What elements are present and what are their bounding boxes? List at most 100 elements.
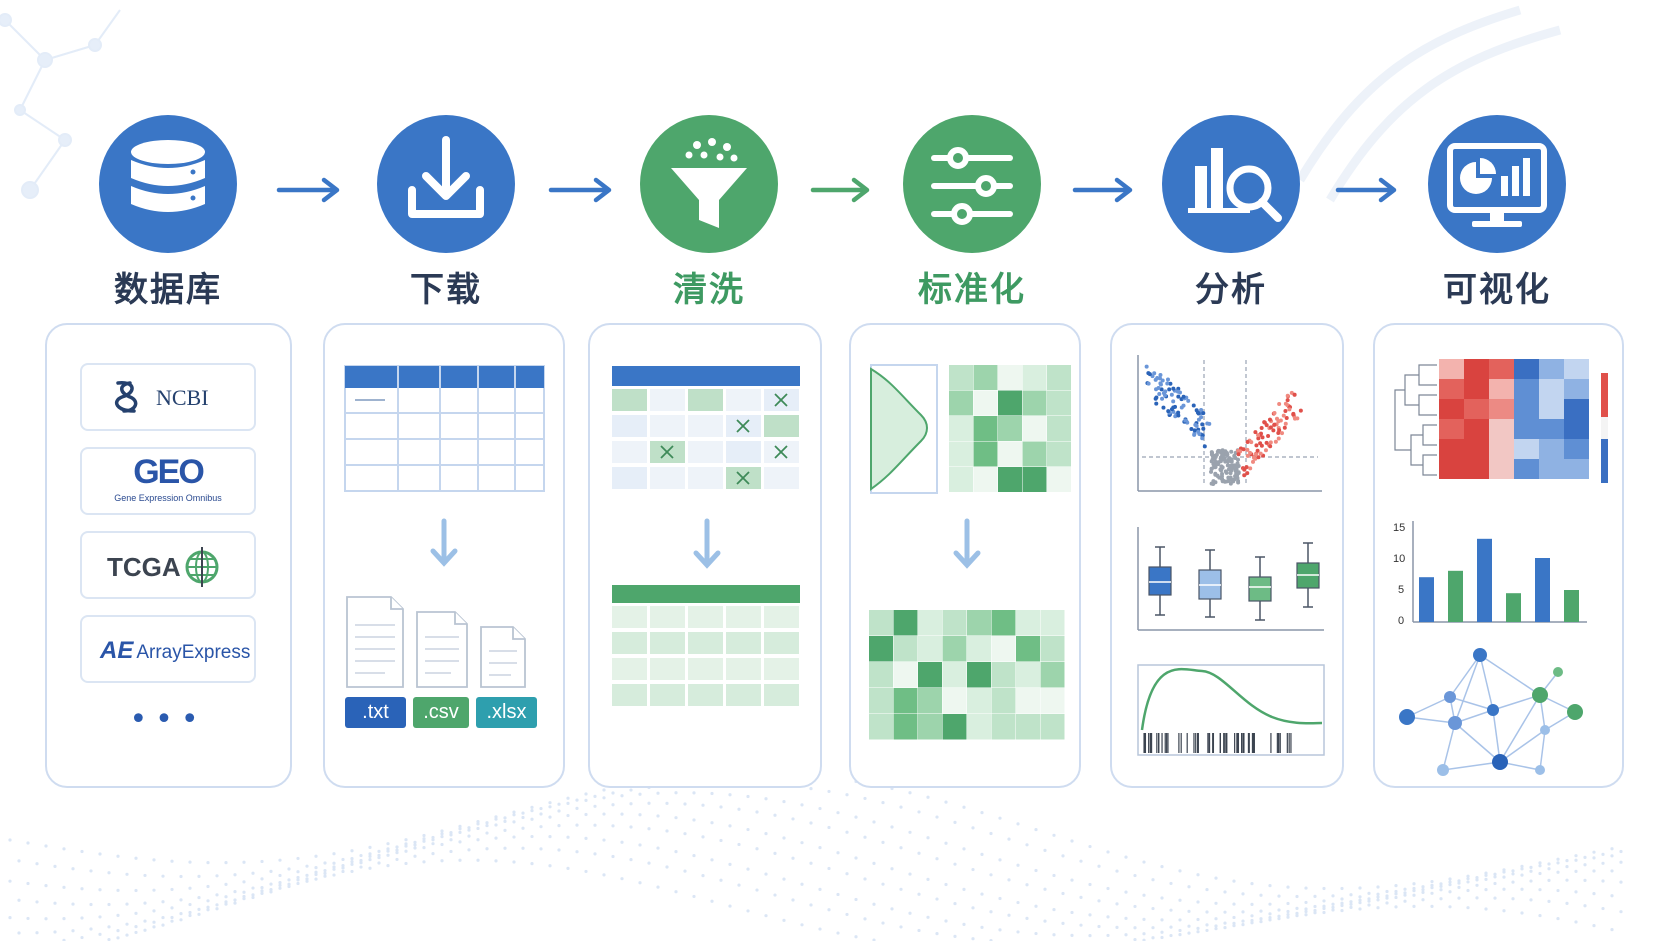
volcano-point (1248, 466, 1253, 471)
background-dot (197, 874, 201, 878)
volcano-point (1171, 399, 1176, 404)
background-dot (44, 883, 48, 888)
heatmap-cell (1539, 399, 1564, 419)
database-card-geo[interactable]: GEO Gene Expression Omnibus (80, 447, 256, 515)
more-databases-indicator[interactable]: ••• (129, 702, 207, 737)
background-dot (800, 923, 804, 927)
network-edge (1539, 729, 1546, 771)
background-dot (881, 800, 885, 805)
background-dot (1286, 909, 1290, 914)
background-dot (1322, 886, 1326, 891)
background-dot (1223, 890, 1227, 894)
heatmap-cell (949, 467, 973, 492)
background-dot (1214, 924, 1218, 928)
background-dot (548, 805, 552, 809)
database-card-ncbi[interactable]: NCBI (80, 363, 256, 431)
volcano-point (1162, 393, 1167, 398)
background-dot (89, 927, 93, 931)
background-dot (1205, 887, 1209, 892)
volcano-point (1234, 468, 1239, 473)
table-cell (612, 467, 647, 489)
background-dot (1349, 900, 1353, 904)
background-dot (332, 867, 336, 871)
background-dot (692, 853, 696, 858)
network-edge (1454, 722, 1501, 763)
background-dot (386, 849, 390, 853)
heatmap-cell (1022, 416, 1047, 441)
volcano-point (1218, 456, 1223, 461)
heatmap-cell (1022, 467, 1047, 492)
background-dot (224, 861, 228, 865)
background-dot (242, 890, 246, 894)
background-dot (1214, 927, 1218, 931)
background-dot (1124, 933, 1128, 937)
heatmap-cell (1016, 636, 1040, 662)
background-dot (215, 903, 219, 907)
background-dot (53, 930, 57, 934)
bar (1564, 590, 1579, 622)
background-dot (971, 867, 975, 872)
background-dot (989, 873, 993, 877)
background-dot (1601, 861, 1605, 865)
background-dot (161, 923, 165, 927)
volcano-point (1258, 441, 1263, 446)
background-dot (1610, 894, 1614, 898)
background-dot (584, 798, 588, 802)
background-dot (134, 911, 138, 915)
background-dot (467, 834, 471, 838)
volcano-point (1222, 456, 1227, 461)
background-dot (566, 813, 570, 818)
background-dot (530, 817, 534, 821)
background-dot (692, 894, 696, 899)
background-dot (467, 848, 471, 852)
background-dot (269, 869, 273, 873)
background-dot (764, 831, 768, 836)
background-dot (1223, 925, 1227, 930)
background-dot (1322, 899, 1326, 903)
background-dot (665, 801, 669, 805)
network-edge (1479, 654, 1494, 711)
background-dot (1520, 867, 1524, 871)
background-dot (1295, 894, 1299, 899)
background-dot (1259, 909, 1263, 913)
background-dot (449, 833, 453, 837)
network-edge (1454, 654, 1481, 724)
background-dot (332, 873, 336, 877)
background-dot (557, 824, 561, 828)
heatmap-cell (869, 636, 893, 662)
background-dot (359, 853, 363, 858)
volcano-point (1228, 457, 1233, 462)
background-dot (377, 853, 381, 857)
volcano-point (1201, 426, 1206, 431)
background-dot (935, 897, 939, 901)
background-dot (1421, 885, 1425, 889)
database-card-tcga[interactable]: TCGA (80, 531, 256, 599)
background-dot (215, 874, 219, 878)
background-dot (1241, 892, 1245, 896)
heatmap-cell (998, 416, 1022, 441)
network-edge (1449, 654, 1481, 698)
background-dot (1160, 896, 1164, 900)
table-cell (650, 684, 685, 706)
ncbi-logo-icon (114, 381, 138, 413)
background-dot (1223, 921, 1227, 925)
background-dot (1466, 877, 1470, 881)
background-dot (1196, 930, 1200, 934)
table-cell (688, 632, 723, 654)
background-dot (1340, 903, 1344, 908)
network-edge (1499, 729, 1546, 763)
table-cell (650, 632, 685, 654)
background-dot (827, 825, 831, 830)
background-dot (1313, 904, 1317, 909)
background-dot (1124, 890, 1128, 894)
heatmap-cell (1564, 419, 1589, 439)
heatmap-cell (967, 662, 991, 688)
table-cell (688, 415, 723, 437)
background-dot (1412, 886, 1416, 891)
background-dot (836, 892, 840, 897)
background-dot (1448, 880, 1452, 884)
background-dot (665, 865, 669, 869)
background-dot (1466, 874, 1470, 878)
background-dot (278, 873, 282, 878)
